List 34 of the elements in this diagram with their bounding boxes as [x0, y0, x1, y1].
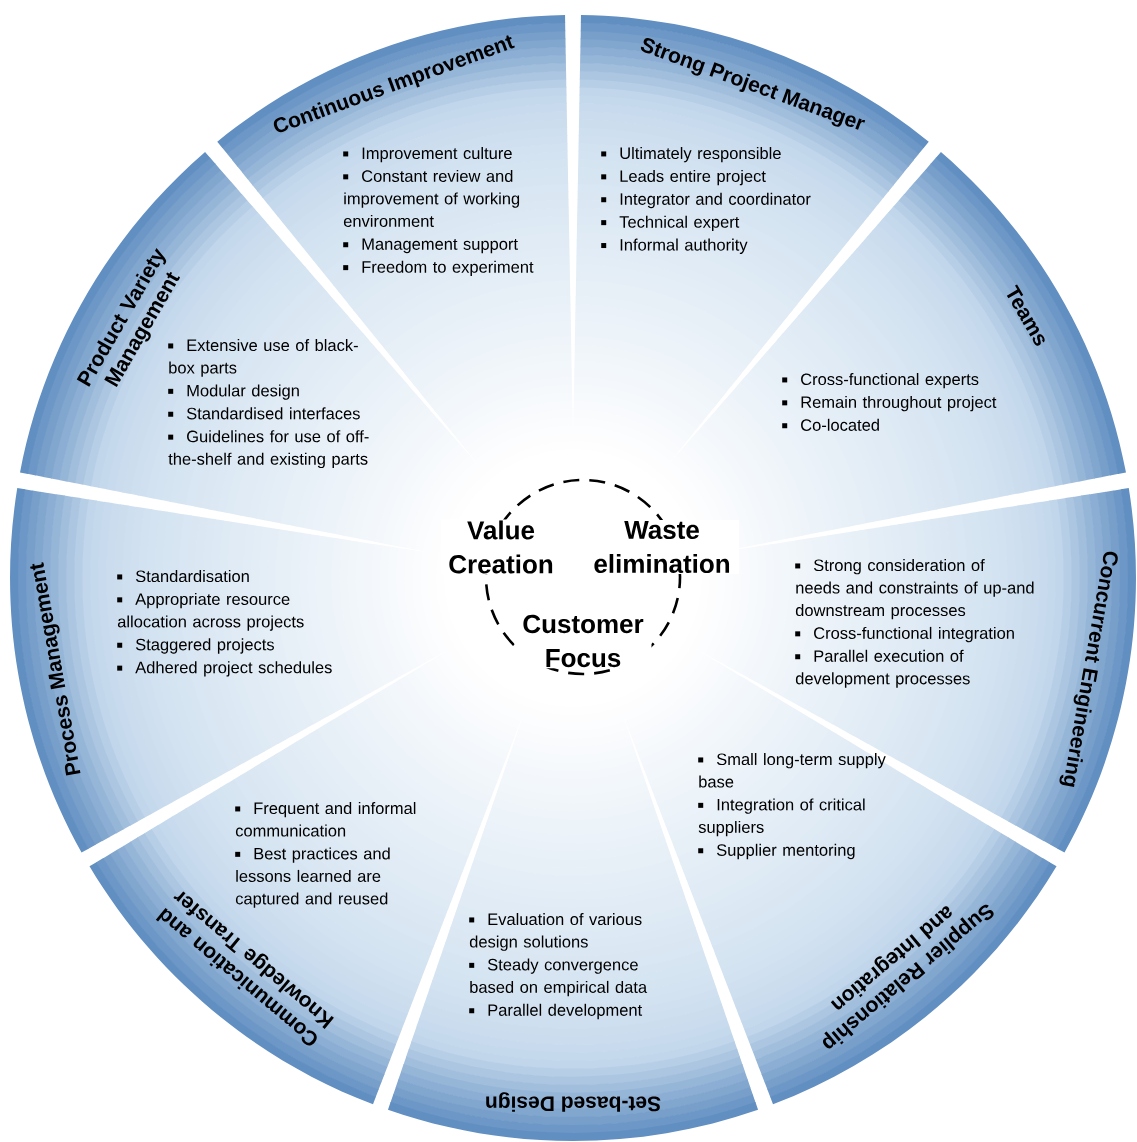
bullet-item: Ultimately responsible: [601, 147, 781, 163]
bullet-item: Parallel execution of development processes: [795, 649, 970, 688]
bullet-item: Cross-functional experts: [782, 373, 979, 389]
bullet-item: Adhered project schedules: [117, 661, 332, 677]
bullet-item: Cross-functional integration: [795, 626, 1014, 643]
bullet-item: Integrator and coordinator: [601, 192, 811, 209]
bullet-item: Guidelines for use of off-the-shelf and existing parts: [168, 430, 369, 469]
center-label: Waste elimination: [585, 519, 739, 575]
bullet-item: Co-located: [782, 418, 879, 431]
bullet-item: Staggered projects: [117, 638, 274, 654]
bullet-item: Improvement culture: [343, 147, 512, 163]
bullet-item: Freedom to experiment: [343, 260, 534, 277]
bullet-item: Informal authority: [601, 238, 748, 254]
sector-heading: Process Management: [30, 562, 81, 776]
bullet-item: Small long-term supply base: [698, 753, 886, 788]
bullet-item: Technical expert: [601, 215, 740, 232]
bullet-item: Standardised interfaces: [168, 407, 360, 420]
center-label: Customer Focus: [514, 613, 652, 669]
bullet-item: Leads entire project: [601, 169, 766, 186]
bullet-item: Strong consideration of needs and constraints of up-and downstream processes: [795, 559, 1034, 620]
bullet-item: Appropriate resource allocation across projects: [117, 592, 304, 631]
bullet-item: Integration of critical suppliers: [698, 798, 865, 837]
bullet-item: Remain throughout project: [782, 395, 997, 412]
bullet-item: Steady convergence based on empirical data: [469, 958, 648, 997]
bullet-item: Supplier mentoring: [698, 843, 855, 860]
center-label: Value Creation: [441, 519, 561, 575]
bullet-item: Frequent and informal communication: [235, 802, 416, 837]
sector-heading: Set-based Design: [486, 1092, 661, 1112]
bullet-item: Constant review and improvement of working environment: [343, 169, 520, 227]
bullet-item: Modular design: [168, 384, 299, 400]
bullet-item: Standardisation: [117, 570, 249, 583]
bullet-item: Parallel development: [469, 1003, 643, 1020]
bullet-item: Management support: [343, 238, 518, 254]
bullet-item: Evaluation of various design solutions: [469, 913, 642, 951]
